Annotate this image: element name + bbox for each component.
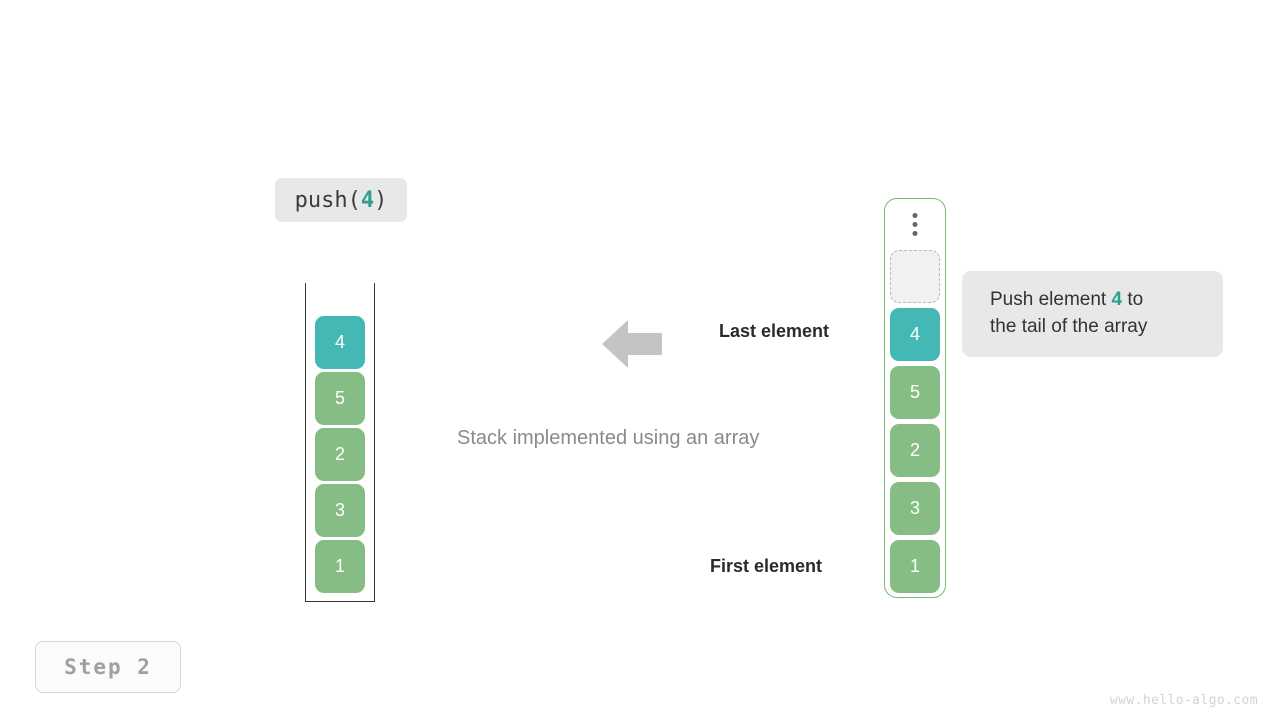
callout-box: Push element 4 to the tail of the array [962,271,1223,357]
array-cell: 4 [890,308,940,361]
array-cell-empty [890,250,940,303]
first-element-label: First element [710,556,823,576]
array-cell: 3 [890,482,940,535]
array-cell: 1 [890,540,940,593]
vertical-ellipsis-icon [912,213,918,236]
operation-value: 4 [360,187,375,213]
stack-caption: Stack implemented using an array [457,427,760,449]
stack-cell: 3 [315,484,365,537]
callout-line1-prefix: Push element [990,289,1112,310]
callout-line1-suffix: to [1122,289,1144,310]
callout-line1-value: 4 [1111,289,1123,310]
operation-prefix: push( [294,187,361,213]
array-cell: 5 [890,366,940,419]
stack-cell: 2 [315,428,365,481]
stack-cell: 5 [315,372,365,425]
last-element-label: Last element [719,321,830,341]
stack-cell: 4 [315,316,365,369]
step-badge: Step 2 [35,641,181,693]
operation-suffix: ) [374,187,388,213]
stack-cell: 1 [315,540,365,593]
array-container: 4 5 2 3 1 [884,198,946,598]
left-arrow-icon [602,320,662,368]
operation-label: push(4) [275,178,407,222]
stack-container: 4 5 2 3 1 [305,283,375,602]
callout-line2: the tail of the array [990,315,1148,337]
watermark: www.hello-algo.com [1109,693,1258,708]
array-cell: 2 [890,424,940,477]
